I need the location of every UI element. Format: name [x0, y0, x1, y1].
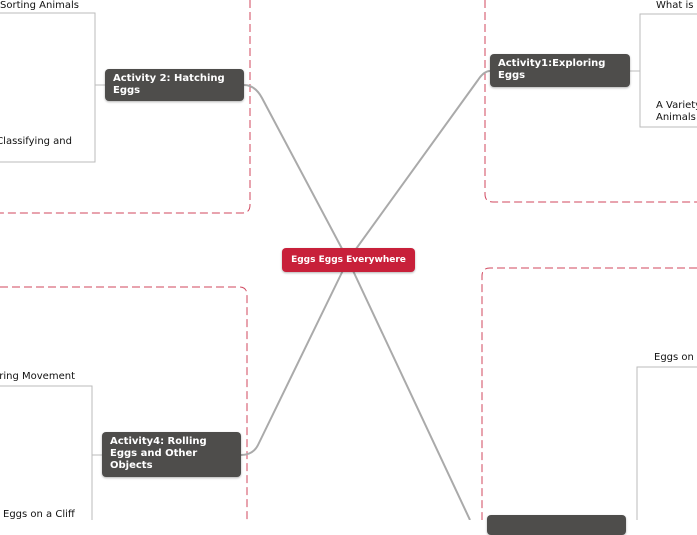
topic-activity-1[interactable]: Activity1:Exploring Eggs [490, 54, 630, 87]
central-topic[interactable]: Eggs Eggs Everywhere [282, 248, 415, 272]
topic-label: Activity1:Exploring Eggs [498, 58, 606, 81]
subtopic-eggs-on[interactable]: Eggs on [654, 352, 694, 363]
topic-label: Activity 2: Hatching Eggs [113, 73, 225, 96]
central-topic-label: Eggs Eggs Everywhere [291, 255, 406, 265]
boundary-activity1 [484, 0, 697, 203]
topic-activity-3[interactable] [487, 515, 626, 535]
topic-activity-2[interactable]: Activity 2: Hatching Eggs [105, 69, 244, 101]
boundary-activity4 [0, 286, 248, 520]
subtopic-eggs-on-cliff[interactable]: Eggs on a Cliff [3, 509, 75, 520]
topic-label: Activity4: Rolling Eggs and Other Object… [110, 436, 207, 471]
mindmap-connectors [0, 0, 697, 520]
boundary-activity2 [0, 0, 251, 214]
topic-activity-4[interactable]: Activity4: Rolling Eggs and Other Object… [102, 432, 241, 477]
subtopic-what-is[interactable]: What is [656, 0, 694, 11]
subtopic-variety-of-animals[interactable]: A Variety of Animals [656, 100, 697, 123]
subtopic-classifying[interactable]: Classifying and [0, 136, 72, 147]
subtopic-sorting-animals[interactable]: Sorting Animals [0, 0, 79, 11]
subtopic-movement[interactable]: ring Movement [0, 371, 75, 382]
boundary-activity3 [481, 267, 697, 520]
